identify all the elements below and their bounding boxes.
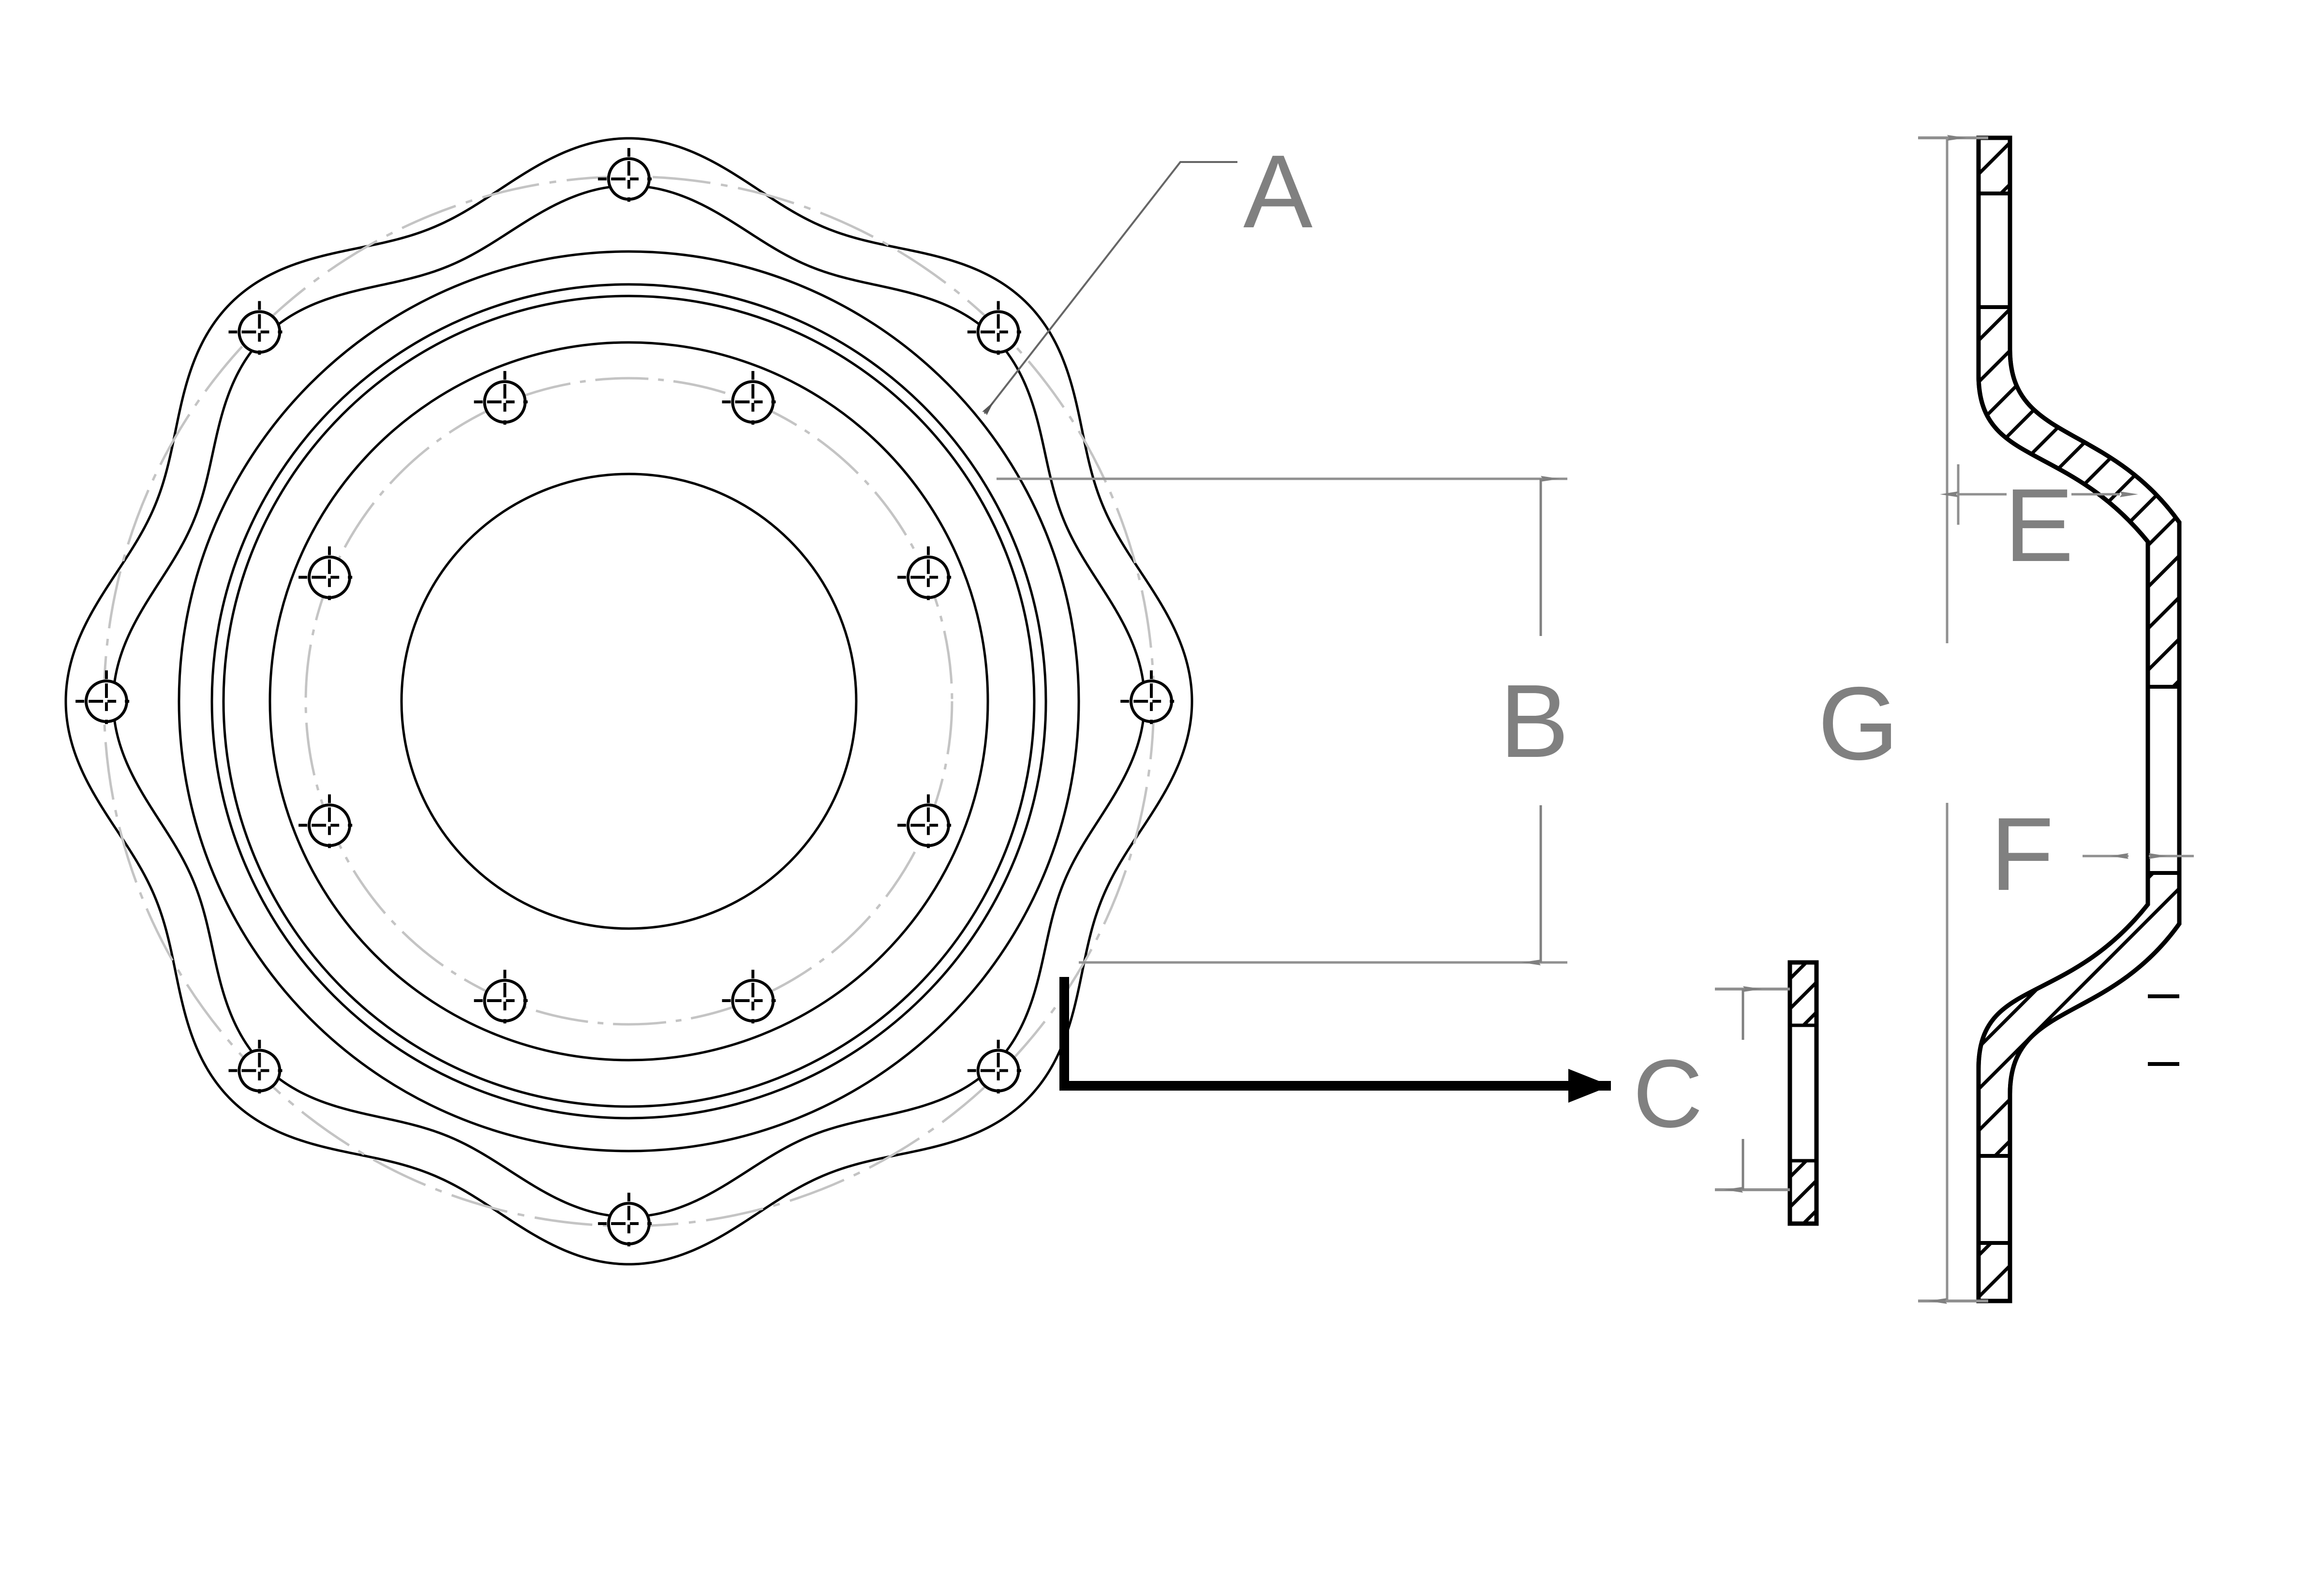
profile-machined-band: [2148, 996, 2179, 1064]
section-cut-arrow: [1059, 977, 1611, 1103]
dimension-c: C: [1633, 986, 1790, 1193]
profile-divider-lines: [1976, 135, 2182, 1303]
bolt-hole: [897, 794, 959, 857]
bolt-hole: [598, 1193, 660, 1255]
bolt-hole: [298, 794, 360, 857]
front-face-view: [64, 137, 1193, 1266]
bolt-hole: [474, 371, 536, 433]
dimension-label-a: A: [1243, 133, 1312, 250]
bolt-hole: [474, 970, 536, 1032]
hatch-line: [1790, 1161, 1809, 1180]
hatch-line: [1790, 1178, 1816, 1210]
dimension-g: G: [1818, 135, 1988, 1304]
section-cut-marker: [1059, 977, 1611, 1103]
hatch-line: [1801, 1208, 1816, 1224]
ring-circle-2: [210, 283, 1047, 1120]
bolt-hole: [75, 670, 137, 732]
hatch-line: [1979, 831, 2179, 1144]
dimension-label-g: G: [1818, 665, 1899, 782]
dimension-label-c: C: [1633, 1040, 1703, 1148]
detail-c-hatching: [1790, 962, 1816, 1224]
dimension-a: A: [982, 133, 1312, 415]
center-bore-circle: [400, 473, 858, 930]
profile-outline-overlay: [1976, 135, 2182, 1303]
hatch-line: [1979, 291, 2179, 603]
dimension-label-e: E: [2004, 467, 2073, 583]
hatch-line: [1790, 980, 1816, 1011]
bolt-hole: [298, 546, 360, 608]
bolt-hole: [897, 546, 959, 608]
hatch-zone: [1790, 962, 1816, 1025]
bolt-hole: [967, 1039, 1029, 1102]
bolt-hole: [598, 148, 660, 210]
profile-machined-band: [1979, 1156, 2010, 1243]
bolt-hole: [967, 301, 1029, 363]
dimension-label-b: B: [1500, 663, 1569, 779]
ring-circle-3: [222, 295, 1036, 1108]
hatch-zone: [1790, 1161, 1816, 1224]
bolt-hole-group-outer: [75, 148, 1182, 1255]
hatch-line: [1801, 1010, 1816, 1025]
bolt-hole: [722, 371, 784, 433]
bolt-circle-centerline-inner: [304, 377, 953, 1026]
hatch-line: [1790, 962, 1809, 981]
bolt-hole: [228, 301, 291, 363]
profile-machined-band: [2148, 687, 2179, 873]
bolt-hole: [228, 1039, 291, 1102]
dimension-label-f: F: [1990, 796, 2054, 912]
dimension-b: B: [997, 476, 1569, 965]
section-detail-c: [1787, 960, 1819, 1226]
dimension-f: F: [1990, 796, 2194, 912]
dimension-e: E: [1940, 464, 2138, 583]
leader-line-a: [982, 161, 1237, 415]
profile-machined-band: [1979, 193, 2010, 307]
ring-circle-1: [178, 250, 1080, 1153]
ring-circle-4: [268, 341, 989, 1062]
bolt-hole: [722, 970, 784, 1032]
bolt-hole: [1120, 670, 1182, 732]
bolt-hole-group-inner: [298, 371, 959, 1032]
